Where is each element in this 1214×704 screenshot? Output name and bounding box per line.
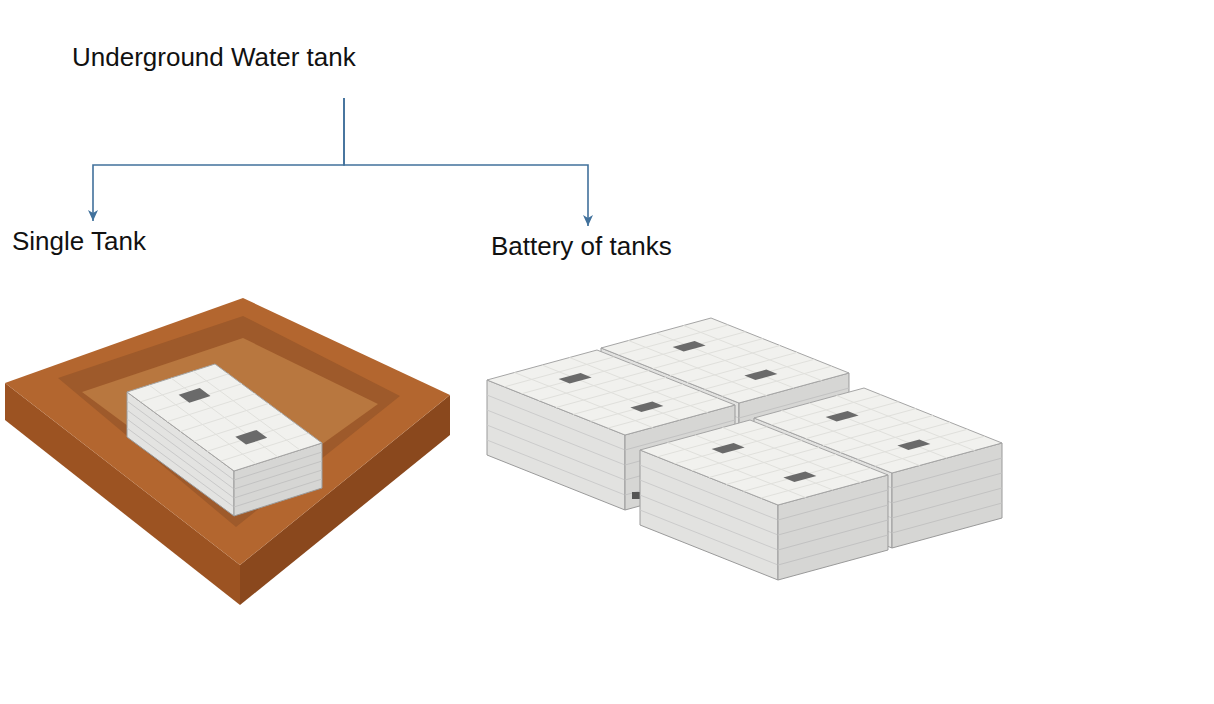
manhole — [673, 341, 706, 351]
manhole — [235, 430, 267, 445]
manhole — [559, 373, 592, 383]
tank-texture — [640, 420, 888, 505]
tank-top — [487, 350, 735, 435]
node-label: Underground Water tank — [72, 42, 356, 72]
node-label: Battery of tanks — [491, 231, 672, 261]
manhole — [826, 411, 859, 421]
tank-texture — [892, 458, 1002, 533]
tank-texture — [487, 350, 735, 435]
manhole — [179, 388, 211, 403]
tank-top — [640, 420, 888, 505]
branch-arrow — [344, 98, 588, 226]
single-tank — [127, 364, 322, 516]
soil-pit — [5, 298, 450, 605]
node-label: Single Tank — [12, 226, 146, 256]
manhole — [783, 472, 816, 482]
tank-texture — [127, 364, 322, 471]
text-node: Single Tank — [8, 224, 150, 258]
manhole — [897, 440, 930, 450]
pit-opening — [58, 316, 400, 527]
tank-top — [127, 364, 322, 471]
soil-top — [5, 298, 450, 565]
manhole — [712, 443, 745, 453]
tank-battery — [487, 318, 1002, 580]
manhole — [630, 402, 663, 412]
tank-texture — [778, 490, 888, 565]
branch-arrow — [93, 98, 344, 221]
manhole — [744, 370, 777, 380]
text-node: Underground Water tank — [68, 40, 360, 98]
text-node: Battery of tanks — [487, 229, 676, 263]
